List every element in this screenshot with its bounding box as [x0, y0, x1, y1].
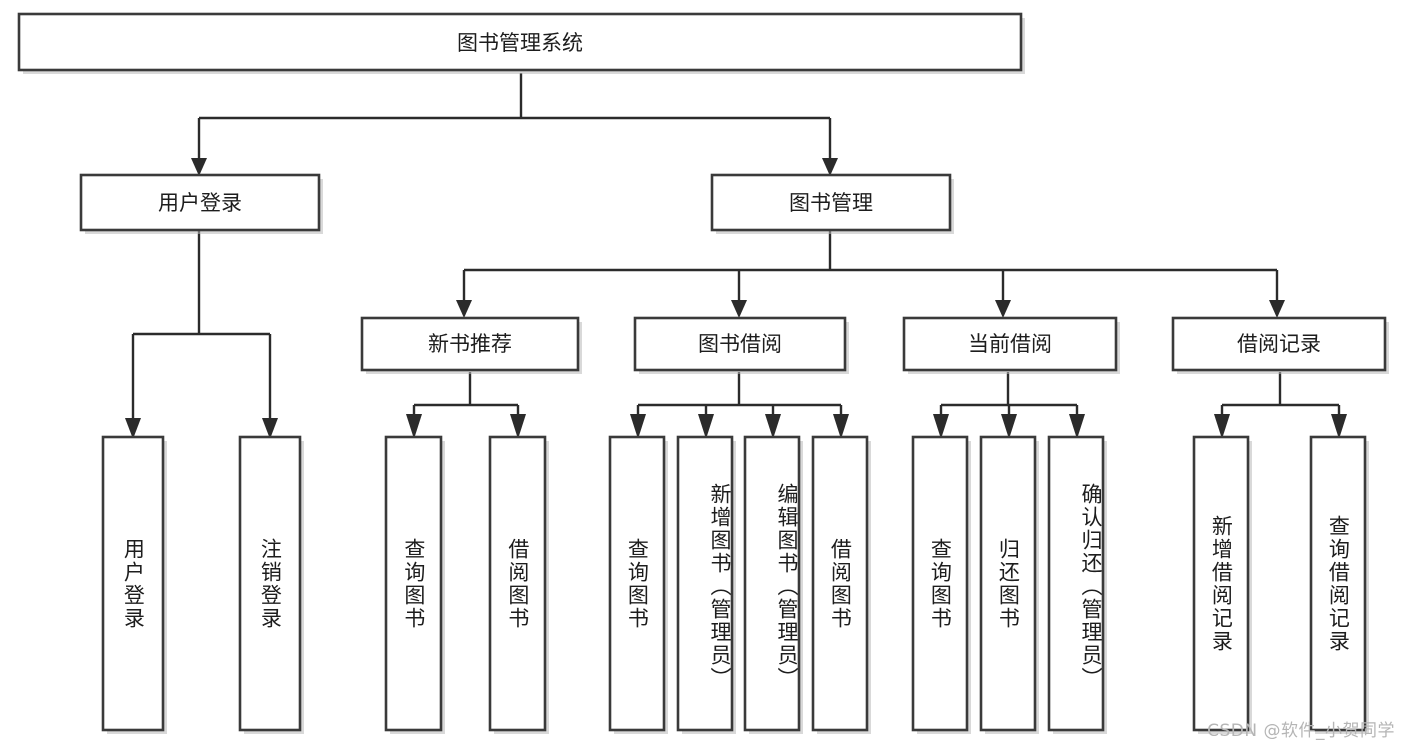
arrow-leaf-borrow-query [630, 414, 646, 439]
leaf-box-borrow-add[interactable] [676, 435, 734, 732]
node-label-borrow-record: 借阅记录 [1237, 332, 1321, 356]
leaf-box-current-query[interactable] [911, 435, 969, 732]
node-box-borrow-record[interactable] [1171, 316, 1387, 372]
arrow-to-borrow [731, 300, 747, 318]
arrow-leaf-borrow-add [698, 414, 714, 439]
node-layer: 图书管理系统 用户登录 图书管理 新书推荐 图书借阅 当前借阅 [17, 12, 1389, 734]
arrow-leaf-record-query [1331, 414, 1347, 439]
arrow-to-record [1269, 300, 1285, 318]
leaf-box-current-confirm[interactable] [1047, 435, 1105, 732]
leaf-box-newbook-query[interactable] [384, 435, 443, 732]
arrow-to-user-login [191, 158, 207, 176]
leaf-box-newbook-borrow[interactable] [488, 435, 547, 732]
arrow-leaf-user-login [125, 418, 141, 439]
arrow-leaf-borrow-borrow [833, 414, 849, 439]
arrow-to-current [995, 300, 1011, 318]
leaf-box-current-return[interactable] [979, 435, 1037, 732]
leaf-box-borrow-borrow[interactable] [811, 435, 869, 732]
leaf-box-borrow-edit[interactable] [743, 435, 801, 732]
arrow-to-newbook [456, 300, 472, 318]
node-box-new-book[interactable] [360, 316, 580, 372]
node-box-book-borrow[interactable] [633, 316, 847, 372]
leaf-box-user-login[interactable] [101, 435, 165, 732]
arrow-leaf-current-confirm [1069, 414, 1085, 439]
arrow-leaf-newbook-query [406, 414, 422, 439]
node-box-user-login[interactable] [79, 173, 321, 232]
csdn-watermark: CSDN @软件_小贺同学 [1207, 721, 1395, 741]
node-label-book-mgmt: 图书管理 [789, 191, 873, 215]
node-box-book-mgmt[interactable] [710, 173, 952, 232]
arrow-to-book-mgmt [822, 158, 838, 176]
arrow-leaf-current-query [933, 414, 949, 439]
node-label-book-borrow: 图书借阅 [698, 332, 782, 356]
connector-layer [125, 73, 1347, 439]
node-box-root[interactable] [17, 12, 1023, 72]
node-label-root: 图书管理系统 [457, 31, 583, 55]
leaf-box-record-add[interactable] [1192, 435, 1250, 732]
arrow-leaf-newbook-borrow [510, 414, 526, 439]
node-label-new-book: 新书推荐 [428, 332, 512, 356]
node-label-user-login: 用户登录 [158, 191, 242, 215]
node-box-current-borrow[interactable] [902, 316, 1118, 372]
arrow-leaf-current-return [1001, 414, 1017, 439]
arrow-leaf-record-add [1214, 414, 1230, 439]
arrow-leaf-logout [262, 418, 278, 439]
node-label-current-borrow: 当前借阅 [968, 332, 1052, 356]
leaf-box-logout[interactable] [238, 435, 302, 732]
leaf-box-record-query[interactable] [1309, 435, 1367, 732]
arrow-leaf-borrow-edit [765, 414, 781, 439]
leaf-box-borrow-query[interactable] [608, 435, 666, 732]
